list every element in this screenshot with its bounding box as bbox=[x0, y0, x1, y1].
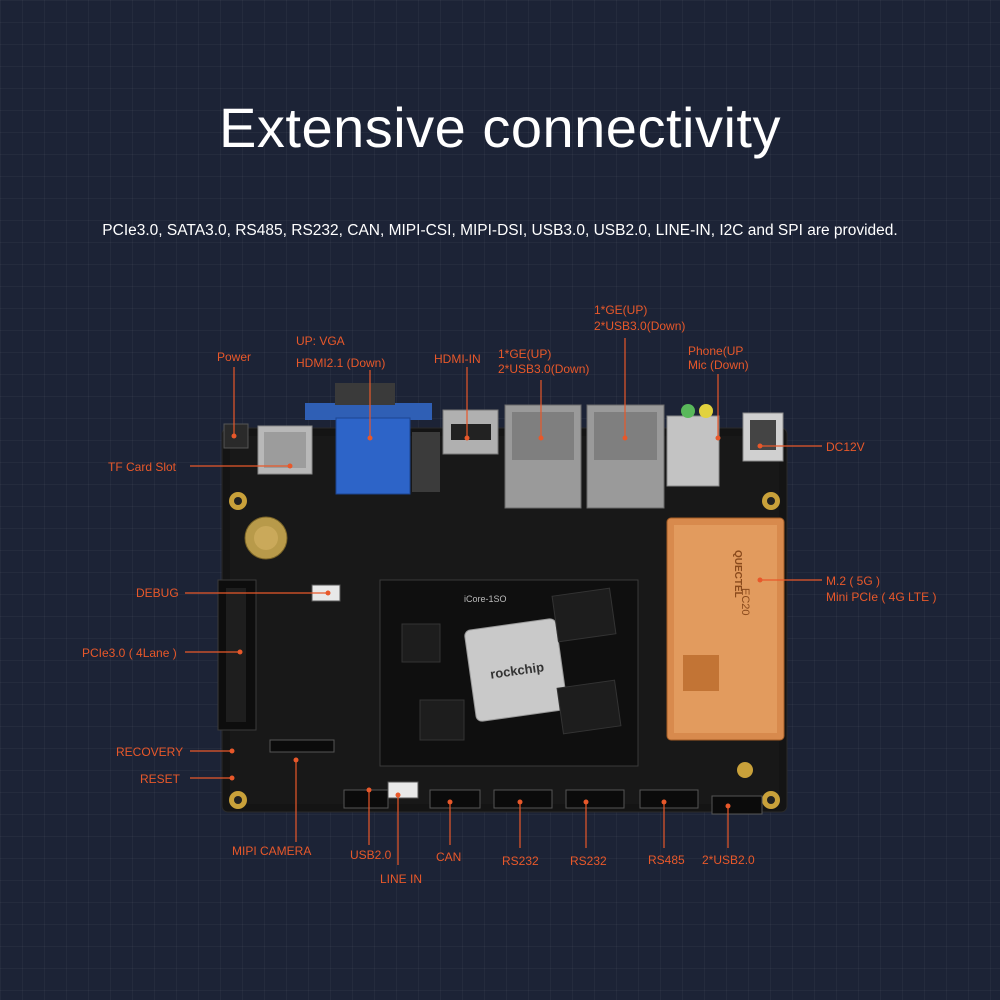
label-ge1-usb3: 2*USB3.0(Down) bbox=[498, 362, 590, 376]
label-line-in: LINE IN bbox=[380, 872, 423, 886]
label-rs232-2: RS232 bbox=[570, 854, 607, 868]
page-title: Extensive connectivity bbox=[219, 96, 781, 159]
core-module-label: iCore-1SO bbox=[464, 594, 507, 604]
label-can: CAN bbox=[436, 850, 462, 864]
label-pcie: PCIe3.0 ( 4Lane ) bbox=[82, 646, 177, 660]
label-usb20: USB2.0 bbox=[350, 848, 392, 862]
label-dc12v: DC12V bbox=[826, 440, 865, 454]
page-subtitle: PCIe3.0, SATA3.0, RS485, RS232, CAN, MIP… bbox=[102, 222, 898, 239]
label-mic-down: Mic (Down) bbox=[688, 358, 749, 372]
label-vga-up: UP: VGA bbox=[296, 334, 345, 348]
label-ge2-up: 1*GE(UP) bbox=[594, 303, 648, 317]
label-mipi-camera: MIPI CAMERA bbox=[232, 844, 312, 858]
header-connectors bbox=[269, 584, 763, 815]
vga-port-shape bbox=[305, 403, 432, 420]
label-hdmi-down: HDMI2.1 (Down) bbox=[296, 356, 386, 370]
label-mini-pcie: Mini PCIe ( 4G LTE ) bbox=[826, 590, 937, 604]
label-ge2-usb3: 2*USB3.0(Down) bbox=[594, 319, 686, 333]
label-ge1-up: 1*GE(UP) bbox=[498, 347, 552, 361]
label-debug: DEBUG bbox=[136, 586, 179, 600]
rockchip-soc-shape bbox=[464, 618, 568, 722]
label-m2-5g: M.2 ( 5G ) bbox=[826, 574, 881, 588]
label-recovery: RECOVERY bbox=[116, 745, 184, 759]
label-reset: RESET bbox=[140, 772, 181, 786]
label-phone-up: Phone(UP bbox=[688, 344, 744, 358]
label-rs232-1: RS232 bbox=[502, 854, 539, 868]
label-hdmi-in: HDMI-IN bbox=[434, 352, 481, 366]
module-model-label: EC20 bbox=[739, 588, 751, 616]
label-tf-card: TF Card Slot bbox=[108, 460, 177, 474]
audio-jack-shape bbox=[666, 415, 720, 487]
label-rs485: RS485 bbox=[648, 853, 685, 867]
label-power: Power bbox=[217, 350, 252, 364]
label-usb20x2: 2*USB2.0 bbox=[702, 853, 755, 867]
